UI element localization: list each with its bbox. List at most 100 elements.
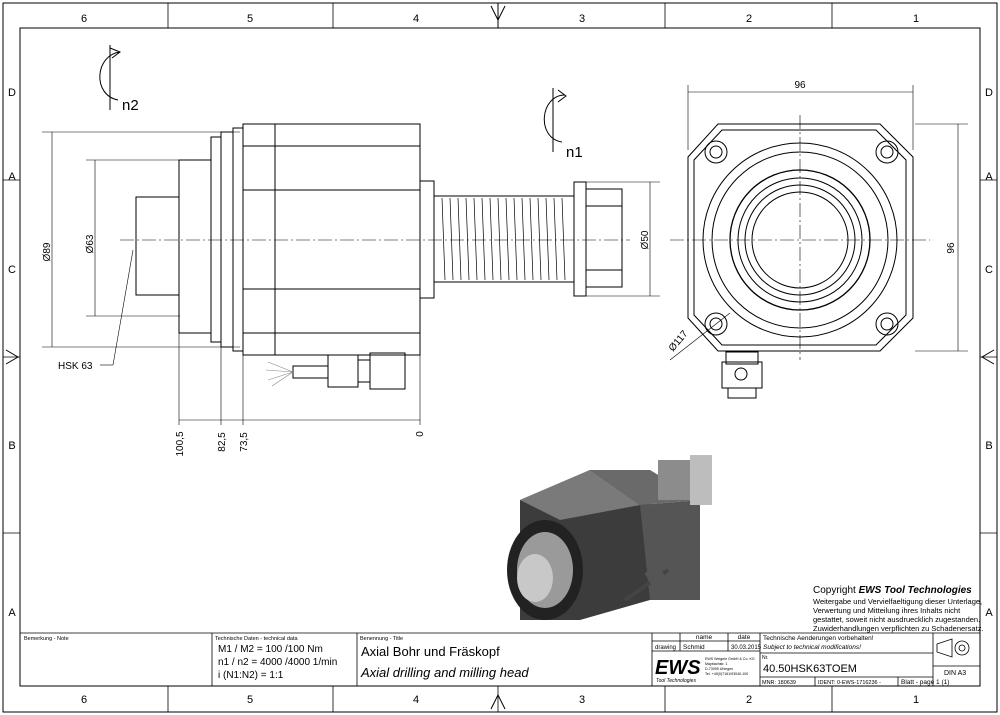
dim-d63: Ø63 xyxy=(85,234,96,253)
row-label: A xyxy=(8,171,16,183)
dim-73-5: 73,5 xyxy=(239,432,250,452)
coolant-spray xyxy=(265,361,294,387)
column-labels-bottom: 6 5 4 3 2 1 xyxy=(81,694,919,706)
copyright-line: gestattet, soweit nicht ausdruecklich zu… xyxy=(813,615,980,624)
ews-logo: EWS xyxy=(655,657,701,679)
thread-line xyxy=(561,197,566,281)
copyright-line: Verwertung und Mitteilung ihres Inhalts … xyxy=(813,606,961,615)
col-label: 4 xyxy=(413,694,419,706)
col-label: 3 xyxy=(579,13,585,25)
col-label: 6 xyxy=(81,694,87,706)
dim-width-96: 96 xyxy=(794,80,806,91)
dim-100-5: 100,5 xyxy=(175,431,186,456)
front-centerlines xyxy=(670,115,930,360)
title-label: Benennung - Title xyxy=(360,636,403,642)
col-label: 2 xyxy=(746,13,752,25)
thread-line xyxy=(449,197,454,281)
thread-line xyxy=(465,197,470,281)
change-notice-de: Technische Aenderungen vorbehalten! xyxy=(763,635,874,642)
thread-line xyxy=(529,197,534,281)
rotation-n2-icon xyxy=(99,45,122,110)
thread-line xyxy=(497,197,502,281)
rotation-n1-icon xyxy=(543,88,567,152)
drawing-date: 30.03.2015 xyxy=(731,645,762,651)
thread-line xyxy=(545,197,550,281)
part-number: 40.50HSK63TOEM xyxy=(763,663,857,675)
thread-line xyxy=(513,197,518,281)
dim-d89: Ø89 xyxy=(42,242,53,261)
side-view xyxy=(135,123,623,390)
dim-d50: Ø50 xyxy=(640,230,651,249)
col-date-header: date xyxy=(738,634,751,641)
row-label: C xyxy=(8,264,16,276)
row-drawing-label: drawing xyxy=(655,645,676,651)
column-labels-top: 6 5 4 3 2 1 xyxy=(81,13,919,25)
company-line: Tel. +49(0)7161/93040-100 xyxy=(705,672,748,676)
hsk-label: HSK 63 xyxy=(58,361,93,372)
title-german: Axial Bohr und Fräskopf xyxy=(361,644,500,659)
nr-label: Nr. xyxy=(762,655,768,661)
row-label: C xyxy=(985,264,993,276)
tech-speed: n1 / n2 = 4000 /4000 1/min xyxy=(218,657,337,668)
thread-line xyxy=(489,197,494,281)
dim-height-96: 96 xyxy=(946,242,957,254)
company-line: EWS Weigele GmbH & Co. KG xyxy=(705,657,755,661)
col-label: 6 xyxy=(81,13,87,25)
title-english: Axial drilling and milling head xyxy=(360,665,529,680)
note-label: Bemerkung - Note xyxy=(24,636,69,642)
mnr: MNR: 180639 xyxy=(762,680,796,686)
col-label: 2 xyxy=(746,694,752,706)
front-view xyxy=(687,123,914,399)
row-label: D xyxy=(985,87,993,99)
row-label: A xyxy=(8,607,16,619)
col-label: 5 xyxy=(247,694,253,706)
thread-line xyxy=(457,197,462,281)
centering-marks xyxy=(5,3,995,710)
tech-data-label: Technische Daten - technical data xyxy=(215,636,298,642)
row-labels: D C B A A D C B A A xyxy=(8,87,993,619)
col-label: 1 xyxy=(913,694,919,706)
spindle-threads xyxy=(441,197,566,281)
n2-label: n2 xyxy=(122,97,139,114)
row-label: B xyxy=(8,440,15,452)
copyright-line: Zuwiderhandlungen verpflichten zu Schade… xyxy=(813,624,984,633)
ident: IDENT: 0-EWS-1716236 - xyxy=(818,680,881,686)
thread-line xyxy=(481,197,486,281)
n1-label: n1 xyxy=(566,144,583,161)
front-dimensions xyxy=(669,85,968,361)
paper-format: DIN A3 xyxy=(944,670,966,677)
thread-line xyxy=(537,197,542,281)
title-block-grid xyxy=(20,632,980,686)
col-label: 3 xyxy=(579,694,585,706)
projection-symbol-icon xyxy=(936,638,970,658)
change-notice-en: Subject to technical modifications! xyxy=(763,644,861,651)
copyright-line: Weitergabe und Vervielfaeltigung dieser … xyxy=(813,597,982,606)
ews-logo-sub: Tool Technologies xyxy=(656,678,696,684)
thread-line xyxy=(553,197,558,281)
isometric-view xyxy=(507,455,712,620)
col-label: 4 xyxy=(413,13,419,25)
tech-torque: M1 / M2 = 100 /100 Nm xyxy=(218,644,323,655)
dim-0: 0 xyxy=(415,431,426,437)
company-line: D-73095 Uhingen xyxy=(705,667,733,671)
row-label: A xyxy=(985,171,993,183)
col-name-header: name xyxy=(696,634,713,641)
row-label: D xyxy=(8,87,16,99)
side-dimensions xyxy=(42,131,660,425)
col-label: 1 xyxy=(913,13,919,25)
dim-82-5: 82,5 xyxy=(217,432,228,452)
thread-line xyxy=(441,197,446,281)
company-line: Maybachstr. 1 xyxy=(705,662,727,666)
sheet-number: Blatt - page 1 (1) xyxy=(901,679,949,686)
row-label: B xyxy=(985,440,992,452)
drawer-name: Schmid xyxy=(683,644,705,651)
copyright-title: Copyright EWS Tool Technologies xyxy=(813,585,972,596)
row-label: A xyxy=(985,607,993,619)
tech-ratio: i (N1:N2) = 1:1 xyxy=(218,670,284,681)
thread-line xyxy=(473,197,478,281)
thread-line xyxy=(521,197,526,281)
col-label: 5 xyxy=(247,13,253,25)
thread-line xyxy=(505,197,510,281)
